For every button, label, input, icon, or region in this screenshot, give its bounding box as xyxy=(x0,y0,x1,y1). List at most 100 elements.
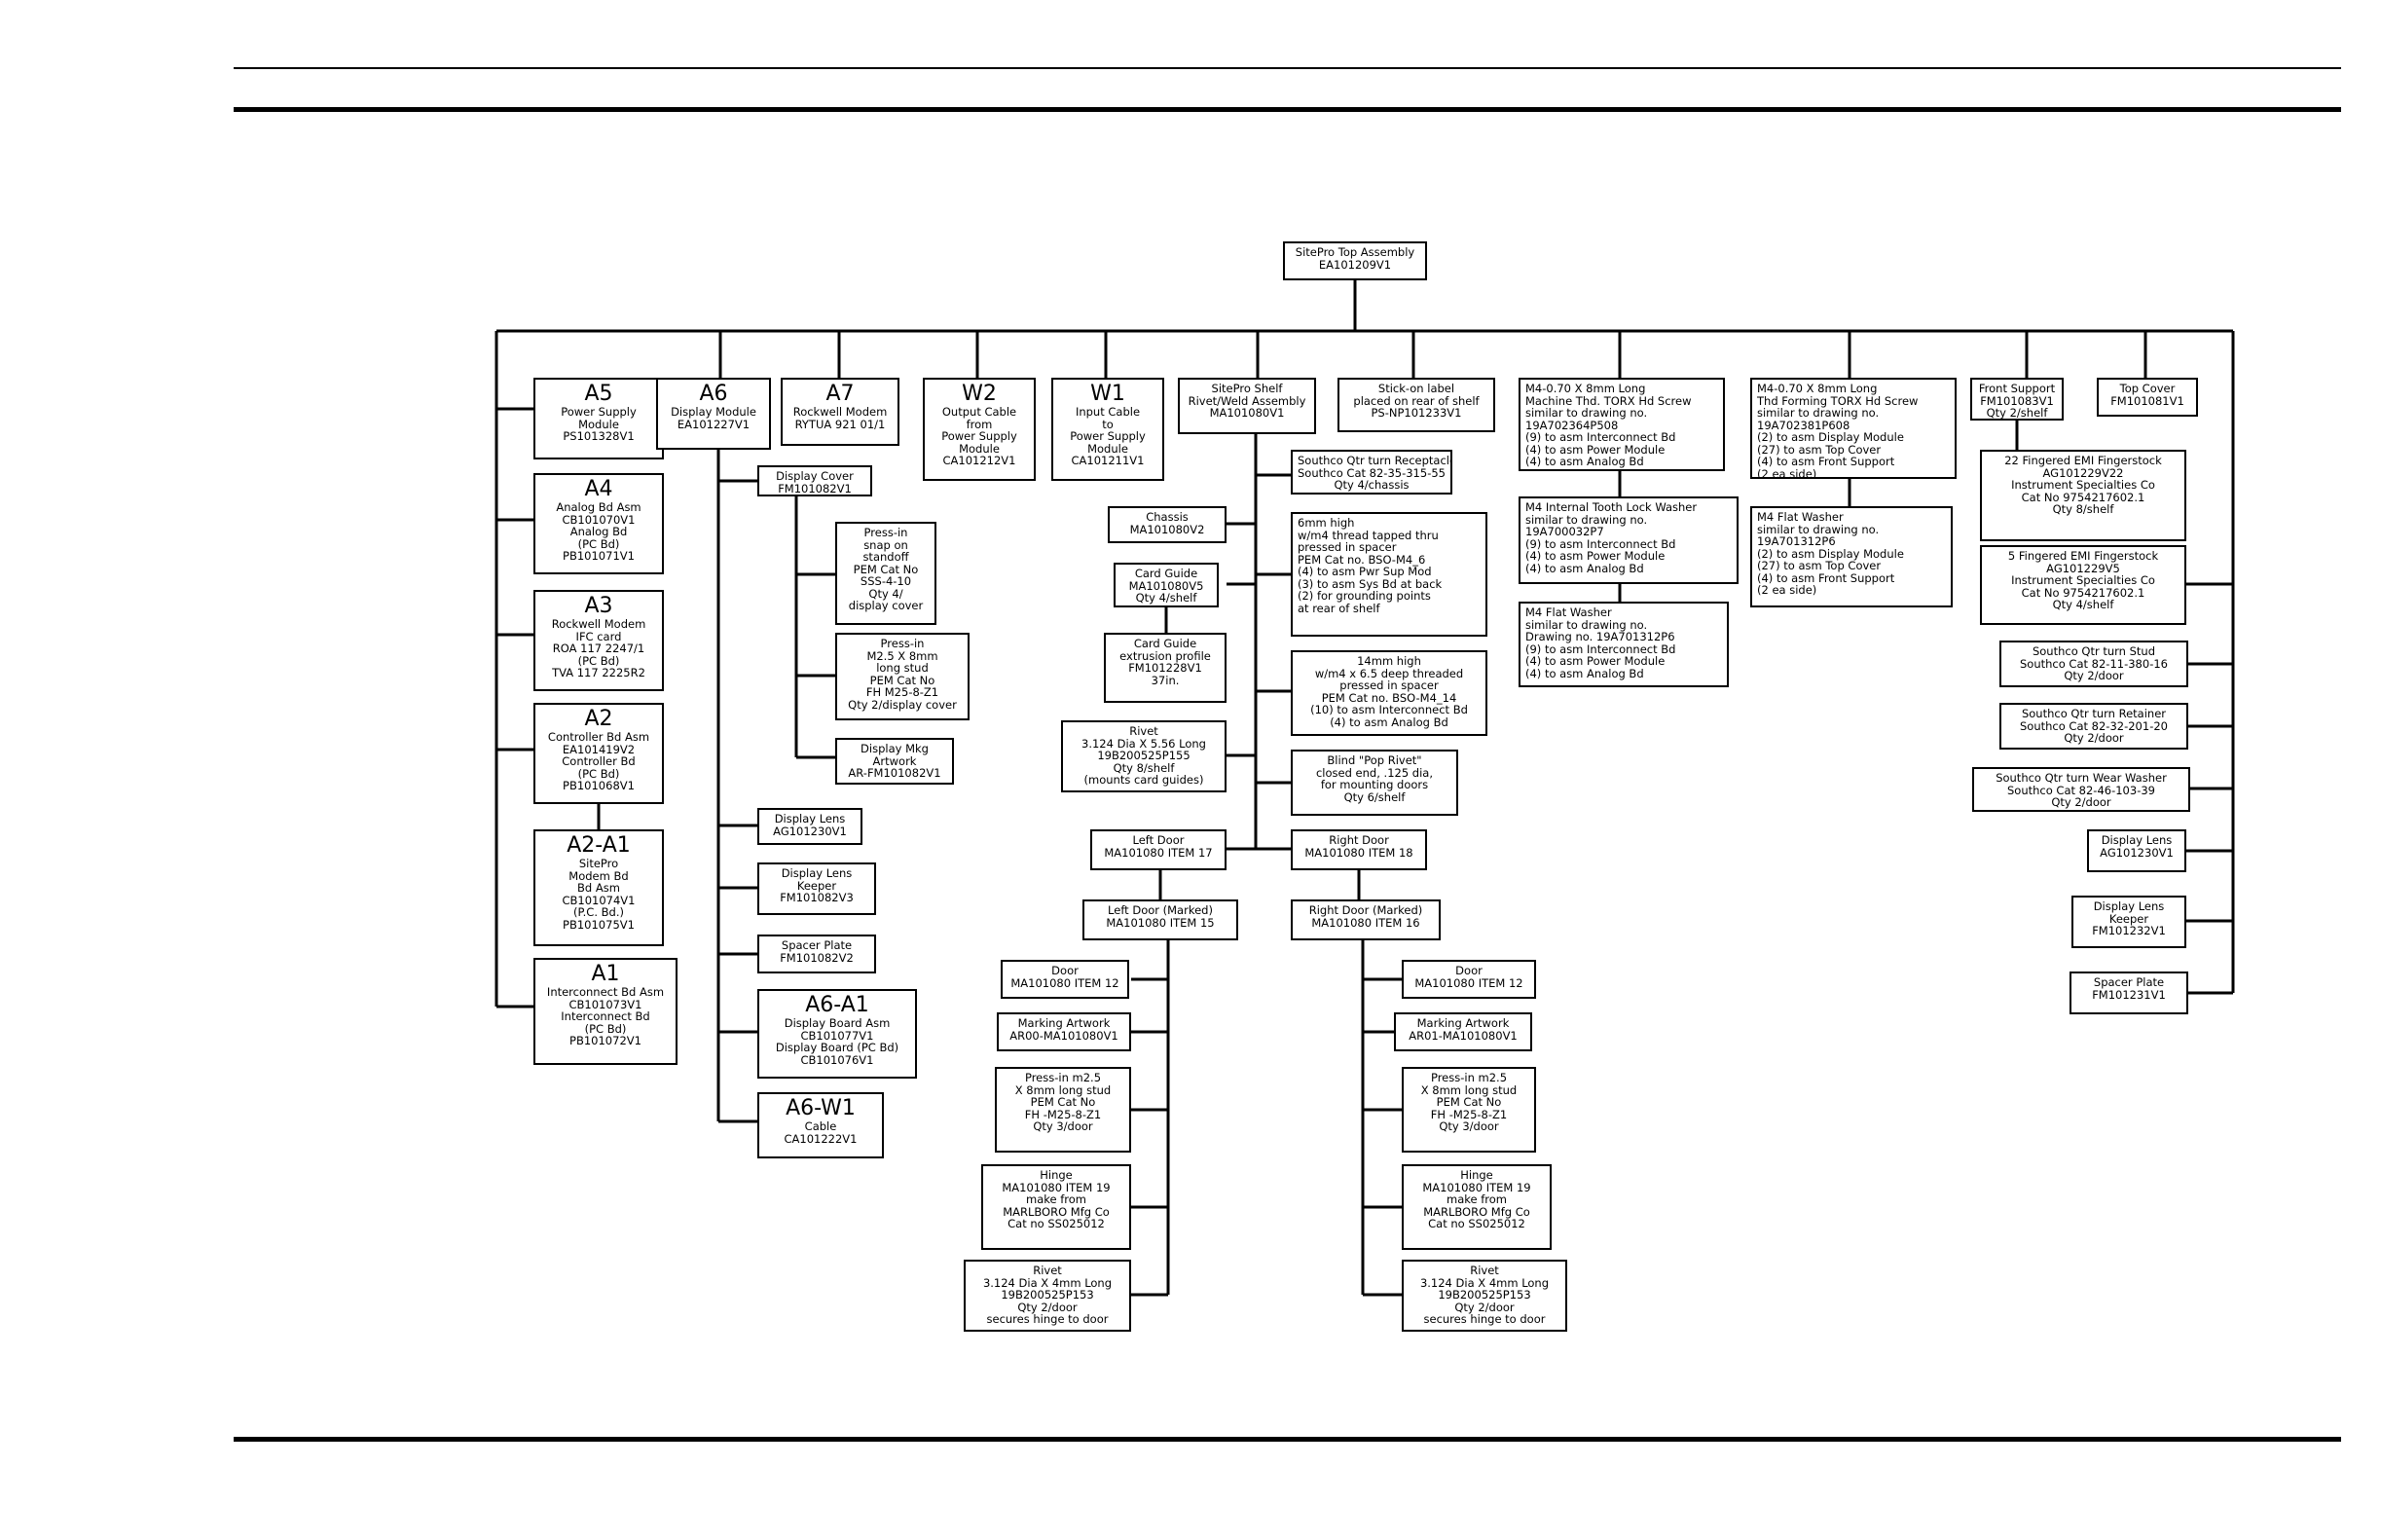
node-text-line: 22 Fingered EMI Fingerstock xyxy=(2004,454,2162,467)
node-text-line: Rockwell Modem xyxy=(792,405,888,419)
node-text-line: (PC Bd) xyxy=(577,766,620,781)
node-text-line: (27) to asm Top Cover xyxy=(1757,559,1882,572)
node-text-line: Qty 2/door xyxy=(1017,1300,1078,1314)
node-text-line: (4) to asm Front Support xyxy=(1757,570,1895,585)
node-text-line: standoff xyxy=(862,550,909,564)
node-text-line: Qty 2/door xyxy=(1454,1300,1515,1314)
node-text-line: M4 Flat Washer xyxy=(1525,605,1612,619)
node-text-line: FH M25-8-Z1 xyxy=(865,685,939,699)
node-text-line: FM101228V1 xyxy=(1128,661,1202,675)
node-text-line: Spacer Plate xyxy=(781,938,853,952)
node-text-line: extrusion profile xyxy=(1119,648,1211,663)
node-text-line: secures hinge to door xyxy=(1423,1312,1546,1326)
node-text-line: Keeper xyxy=(796,878,837,893)
node-text-line: IFC card xyxy=(575,629,622,643)
node-designator: A5 xyxy=(584,382,613,406)
node-text-line: Southco Cat 82-46-103-39 xyxy=(2007,783,2155,797)
node-text-line: similar to drawing no. xyxy=(1525,617,1648,632)
node-text-line: (27) to asm Top Cover xyxy=(1757,442,1882,457)
node-text-line: 19A701312P6 xyxy=(1757,534,1836,548)
node-text-line: CB101074V1 xyxy=(562,893,636,907)
node-text-line: Machine Thd. TORX Hd Screw xyxy=(1525,393,1692,408)
node-text-line: 19A700032P7 xyxy=(1525,525,1604,538)
node-text-line: Qty 8/shelf xyxy=(1113,760,1175,775)
node-text-line: Marking Artwork xyxy=(1416,1016,1510,1030)
node-text-line: (4) to asm Power Module xyxy=(1525,442,1666,457)
node-text-line: PB101075V1 xyxy=(563,917,635,932)
node-text-line: MA101080 ITEM 19 xyxy=(1002,1180,1111,1194)
node-text-line: PB101068V1 xyxy=(563,779,635,792)
node-text-line: Module xyxy=(959,441,1000,456)
node-text-line: MA101080 ITEM 12 xyxy=(1010,975,1119,990)
node-text-line: MARLBORO Mfg Co xyxy=(1003,1204,1110,1219)
node-text-line: Instrument Specialties Co xyxy=(2011,478,2155,492)
node-text-line: Modem Bd xyxy=(568,868,629,883)
node-text-line: EA101419V2 xyxy=(562,742,636,756)
node-text-line: Door xyxy=(1051,964,1079,977)
node-text-line: FM101232V1 xyxy=(2092,924,2166,937)
node-text-line: Top Cover xyxy=(2119,382,2176,395)
node-text-line: Southco Qtr turn Retainer xyxy=(2021,707,2167,720)
node-text-line: PEM Cat No xyxy=(1030,1095,1096,1109)
node-text-line: Marking Artwork xyxy=(1017,1016,1111,1030)
node-text-line: make from xyxy=(1026,1192,1086,1206)
node-text-line: Drawing no. 19A701312P6 xyxy=(1525,630,1675,643)
node-text-line: RYTUA 921 01/1 xyxy=(794,417,886,431)
node-text-line: Southco Qtr turn Wear Washer xyxy=(1996,771,2167,785)
node-text-line: (PC Bd) xyxy=(584,1021,627,1036)
node-text-line: SitePro xyxy=(578,857,619,870)
node-text-line: Right Door (Marked) xyxy=(1308,903,1423,917)
node-text-line: (2) for grounding points xyxy=(1298,589,1431,603)
node-text-line: EA101227V1 xyxy=(677,417,751,431)
node-text-line: (2 ea side) xyxy=(1757,466,1817,479)
node-text-line: placed on rear of shelf xyxy=(1353,393,1480,408)
node-text-line: Left Door xyxy=(1132,833,1185,847)
node-text-line: PEM Cat no. BSO-M4_6 xyxy=(1298,552,1426,567)
node-text-line: AG101230V1 xyxy=(2100,845,2174,860)
node-text-line: M2.5 X 8mm xyxy=(866,648,938,663)
node-text-line: Stick-on label xyxy=(1377,382,1455,395)
node-text-line: Qty 4/shelf xyxy=(1135,591,1197,605)
node-text-line: MA101080V2 xyxy=(1129,522,1205,536)
node-text-line: PEM Cat no. BSO-M4_14 xyxy=(1321,690,1457,705)
node-text-line: Thd Forming TORX Hd Screw xyxy=(1757,393,1919,408)
node-designator: A7 xyxy=(825,382,855,406)
node-text-line: Controller Bd Asm xyxy=(547,730,650,744)
node-text-line: Module xyxy=(1087,441,1128,456)
node-text-line: w/m4 x 6.5 deep threaded xyxy=(1314,666,1464,680)
node-text-line: Display Lens xyxy=(2093,899,2165,913)
node-text-line: Press-in xyxy=(880,637,925,650)
node-text-line: (9) to asm Interconnect Bd xyxy=(1525,536,1676,551)
node-designator: A6-A1 xyxy=(805,993,869,1017)
node-text-line: (3) to asm Sys Bd at back xyxy=(1298,576,1443,591)
node-text-line: Rivet xyxy=(1129,724,1158,738)
node-text-line: Qty 3/door xyxy=(1439,1119,1499,1133)
node-text-line: (2 ea side) xyxy=(1757,583,1817,597)
node-text-line: secures hinge to door xyxy=(986,1312,1109,1326)
node-text-line: CA101212V1 xyxy=(942,454,1016,467)
node-text-line: similar to drawing no. xyxy=(1525,512,1648,527)
node-text-line: X 8mm long stud xyxy=(1420,1082,1518,1097)
node-text-line: Southco Cat 82-35-315-55 xyxy=(1298,465,1446,480)
node-text-line: ROA 117 2247/1 xyxy=(552,642,645,655)
node-text-line: Chassis xyxy=(1146,510,1189,524)
node-text-line: long stud xyxy=(876,661,929,675)
node-text-line: TVA 117 2225R2 xyxy=(552,666,645,679)
node-text-line: M4-0.70 X 8mm Long xyxy=(1525,382,1646,395)
